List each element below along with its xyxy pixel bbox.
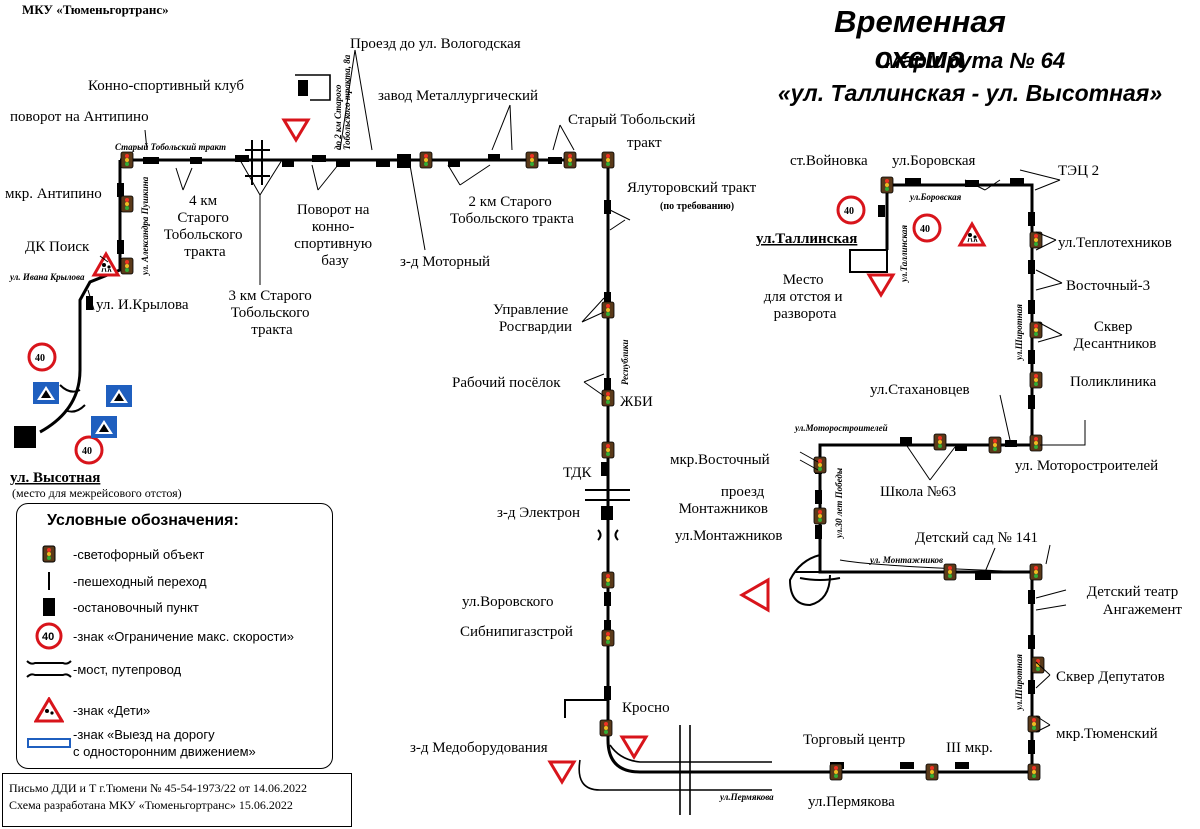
traffic-light-icon <box>25 540 73 568</box>
svg-text:ул.Моторостроителей: ул.Моторостроителей <box>794 423 888 433</box>
speed-limit-icon: 40 <box>25 622 73 650</box>
legend-item: -пешеходный переход <box>25 567 207 595</box>
label-tallinskaya: ул.Таллинская <box>756 231 857 247</box>
stop-labels: Проезд до ул. Вологодская Конно-спортивн… <box>5 36 1182 810</box>
label-po-trebovaniyu: (по требованию) <box>660 201 734 212</box>
svg-text:ул.Пермякова: ул.Пермякова <box>719 792 774 802</box>
label-z-motornyi: з-д Моторный <box>400 254 490 270</box>
label-mkr-vostochny: мкр.Восточный <box>670 452 770 468</box>
street-labels: Старый Тобольский тракт ул. Ивана Крылов… <box>9 54 1024 802</box>
svg-text:ул.30 лет Победы: ул.30 лет Победы <box>834 468 844 539</box>
legend-item: -остановочный пункт <box>25 593 199 621</box>
label-otstoy: Место для отстоя и разворота <box>764 272 846 322</box>
svg-text:ул. Александра Пушкина: ул. Александра Пушкина <box>140 176 150 276</box>
label-ul-krylova: ул. И.Крылова <box>96 297 189 313</box>
bus-stop-icon <box>25 593 73 621</box>
label-medoborud: з-д Медоборудования <box>410 740 548 756</box>
svg-text:Старый Тобольский тракт: Старый Тобольский тракт <box>115 142 226 152</box>
label-povorot-konno: Поворот на конно- спортивную базу <box>294 202 376 269</box>
svg-text:ул.Боровская: ул.Боровская <box>909 192 962 202</box>
label-staryi-tobolsky: Старый Тобольский <box>568 112 695 128</box>
label-2km: 2 км Старого Тобольского тракта <box>450 194 574 227</box>
svg-text:ул. Монтажников: ул. Монтажников <box>869 555 943 565</box>
label-zhbi: ЖБИ <box>620 394 653 410</box>
label-rabochiy: Рабочий посёлок <box>452 375 561 391</box>
label-mkr-tyumensky: мкр.Тюменский <box>1056 726 1158 742</box>
footer-developer: Схема разработана МКУ «Тюменьгортранс» 1… <box>9 798 293 812</box>
label-skver-deputatov: Сквер Депутатов <box>1056 669 1165 685</box>
label-detsad: Детский сад № 141 <box>915 530 1038 546</box>
svg-text:ул.Широтная: ул.Широтная <box>1014 654 1024 711</box>
label-rosgvardia: Управление Росгвардии <box>493 302 572 335</box>
label-dk-poisk: ДК Поиск <box>25 239 90 255</box>
bridges <box>59 140 845 581</box>
label-sibnipi: Сибнипигазстрой <box>460 624 573 640</box>
legend-item: -светофорный объект <box>25 540 204 568</box>
label-tdk: ТДК <box>563 465 592 481</box>
legend-item: 40 -знак «Ограничение макс. скорости» <box>25 622 294 650</box>
svg-text:Республики: Республики <box>620 339 630 385</box>
label-shkola63: Школа №63 <box>880 484 956 500</box>
label-voinovka: ст.Войновка <box>790 153 868 169</box>
label-yalutorovsky: Ялуторовский тракт <box>627 180 757 196</box>
legend-item: -знак «Дети» <box>25 696 150 724</box>
label-krosno: Кросно <box>622 700 670 716</box>
legend-title: Условные обозначения: <box>47 512 239 529</box>
label-z-elektron: з-д Электрон <box>497 505 580 521</box>
one-way-sign-icon <box>25 729 73 757</box>
legend-item: -мост, путепровод <box>25 655 181 683</box>
vysotnaya-note: (место для межрейсового отстоя) <box>12 486 182 500</box>
svg-text:40: 40 <box>35 353 45 364</box>
label-vorovskogo: ул.Воровского <box>462 594 554 610</box>
scheme-title: Временная схема <box>834 4 1006 75</box>
svg-text:40: 40 <box>920 224 930 235</box>
svg-text:ул.Широтная: ул.Широтная <box>1014 304 1024 361</box>
label-pointers <box>87 49 1086 733</box>
svg-text:40: 40 <box>42 631 54 643</box>
label-povorot-antipino: поворот на Антипино <box>10 109 149 125</box>
svg-text:Тобольского тракта, 8а: Тобольского тракта, 8а <box>342 54 352 150</box>
svg-text:ул. Ивана Крылова: ул. Ивана Крылова <box>9 272 85 282</box>
label-skver-desant: Сквер Десантников <box>1074 319 1157 352</box>
label-teplotekhnikov: ул.Теплотехников <box>1058 235 1172 251</box>
label-3km: 3 км Старого Тобольского тракта <box>228 288 315 338</box>
label-mkr-antipino: мкр. Антипино <box>5 186 102 202</box>
legend: Условные обозначения: -светофорный объек… <box>16 503 333 769</box>
label-konno-club: Конно-спортивный клуб <box>88 78 244 94</box>
label-motorostroitelei: ул. Моторостроителей <box>1015 458 1158 474</box>
svg-text:до 2 км Старого: до 2 км Старого <box>333 84 343 150</box>
svg-text:ул.Таллинская: ул.Таллинская <box>899 225 909 283</box>
label-trakt: тракт <box>627 135 662 151</box>
svg-text:40: 40 <box>844 206 854 217</box>
footer-info: Письмо ДДИ и Т г.Тюмени № 45-54-1973/22 … <box>2 773 352 827</box>
label-4km: 4 км Старого Тобольского тракта <box>164 193 247 260</box>
label-proezd-montazhnikov: проезд Монтажников <box>679 484 768 517</box>
road-signs: 40 40 40 40 <box>27 118 986 784</box>
bridge-icon <box>25 655 73 683</box>
bus-stops <box>14 80 1035 769</box>
crosswalk-icon <box>25 567 73 595</box>
label-proezd-vologodskaya: Проезд до ул. Вологодская <box>350 36 521 52</box>
label-borovskaya: ул.Боровская <box>892 153 976 169</box>
svg-text:40: 40 <box>82 446 92 457</box>
secondary-roads <box>295 74 1033 815</box>
label-tec2: ТЭЦ 2 <box>1058 163 1099 179</box>
label-torg-centr: Торговый центр <box>803 732 905 748</box>
footer-letter: Письмо ДДИ и Т г.Тюмени № 45-54-1973/22 … <box>9 781 308 795</box>
label-vostochny3: Восточный-3 <box>1066 278 1150 294</box>
route-name: «ул. Таллинская - ул. Высотная» <box>777 80 1163 106</box>
label-stakhanovtsev: ул.Стахановцев <box>870 382 970 398</box>
label-teatr: Детский театр Ангажемент <box>1087 584 1183 618</box>
label-zavod-metallurg: завод Металлургический <box>378 88 538 104</box>
label-ul-permyakova: ул.Пермякова <box>808 794 895 810</box>
children-sign-icon <box>25 696 73 724</box>
route-number: маршрута № 64 <box>884 48 1066 73</box>
label-poliklinika: Поликлиника <box>1070 374 1157 390</box>
legend-item: -знак «Выезд на дорогу с односторонним д… <box>25 726 256 760</box>
label-iii-mkr: III мкр. <box>946 740 993 756</box>
label-vysotnaya: ул. Высотная <box>10 470 100 486</box>
organization-name: МКУ «Тюменьгортранс» <box>22 2 169 17</box>
label-montazhnikov: ул.Монтажников <box>675 528 783 544</box>
